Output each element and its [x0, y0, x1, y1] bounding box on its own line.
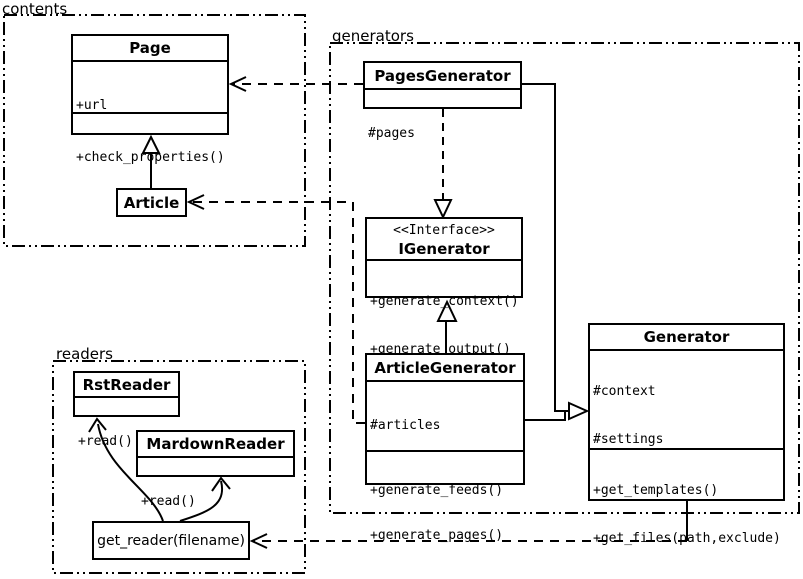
function-get-reader-label: get_reader(filename) — [97, 532, 245, 549]
edge-articlegenerator-article-dependency — [186, 194, 365, 424]
class-igenerator-title: <<Interface>> IGenerator — [367, 219, 521, 259]
package-label-readers: readers — [56, 345, 113, 363]
edge-generator-getreader-dependency — [249, 501, 688, 549]
class-generator-title: Generator — [643, 328, 730, 346]
edge-article-page-generalization — [141, 134, 161, 188]
edge-getreader-mardownreader — [179, 476, 231, 522]
class-mardownreader: MardownReader +read() — [136, 430, 295, 509]
class-generator: Generator #context #settings #path #them… — [588, 323, 785, 546]
edge-getreader-rstreader — [88, 417, 164, 522]
class-page-title: Page — [129, 39, 171, 57]
class-igenerator: <<Interface>> IGenerator +generate_conte… — [365, 217, 523, 357]
class-rstreader-methods: +read() — [75, 396, 178, 484]
class-article-title: Article — [123, 193, 180, 212]
edge-generators-generator-generalization — [521, 83, 590, 421]
class-pagesgenerator: PagesGenerator #pages — [363, 61, 522, 141]
package-generators-border — [329, 42, 800, 514]
class-articlegenerator-title: ArticleGenerator — [374, 358, 516, 377]
class-article: Article — [116, 188, 187, 217]
package-contents-border — [3, 14, 306, 247]
class-pagesgenerator-attributes: #pages — [365, 88, 520, 176]
class-mardownreader-title: MardownReader — [146, 435, 285, 453]
edge-pagesgenerator-igenerator-realization — [433, 109, 453, 220]
class-articlegenerator: ArticleGenerator #articles #dates #tags … — [365, 353, 525, 543]
edge-articlegenerator-igenerator-generalization — [436, 299, 458, 353]
package-readers-border — [52, 360, 306, 574]
class-page-methods: +check_properties() — [73, 112, 227, 200]
class-igenerator-stereotype: <<Interface>> — [393, 223, 495, 238]
class-pagesgenerator-title: PagesGenerator — [374, 66, 511, 85]
edge-pagesgenerator-page-dependency — [228, 76, 363, 92]
class-mardownreader-methods: +read() — [138, 456, 293, 544]
class-rstreader-title: RstReader — [82, 375, 171, 394]
class-articlegenerator-methods: +generate_feeds() +generate_pages() — [367, 450, 523, 573]
class-page: Page +url +slug +summary +check_properti… — [71, 34, 229, 165]
package-label-contents: contents — [2, 0, 68, 18]
class-generator-methods: +get_templates() +get_files(path,exclude… — [590, 448, 783, 579]
class-rstreader: RstReader +read() — [73, 371, 180, 449]
package-label-generators: generators — [332, 27, 414, 45]
function-get-reader: get_reader(filename) — [92, 521, 250, 560]
class-page-attributes: +url +slug +summary — [73, 60, 227, 112]
class-generator-attributes: #context #settings #path #theme #output_… — [590, 349, 783, 448]
class-articlegenerator-attributes: #articles #dates #tags #categories — [367, 380, 523, 450]
